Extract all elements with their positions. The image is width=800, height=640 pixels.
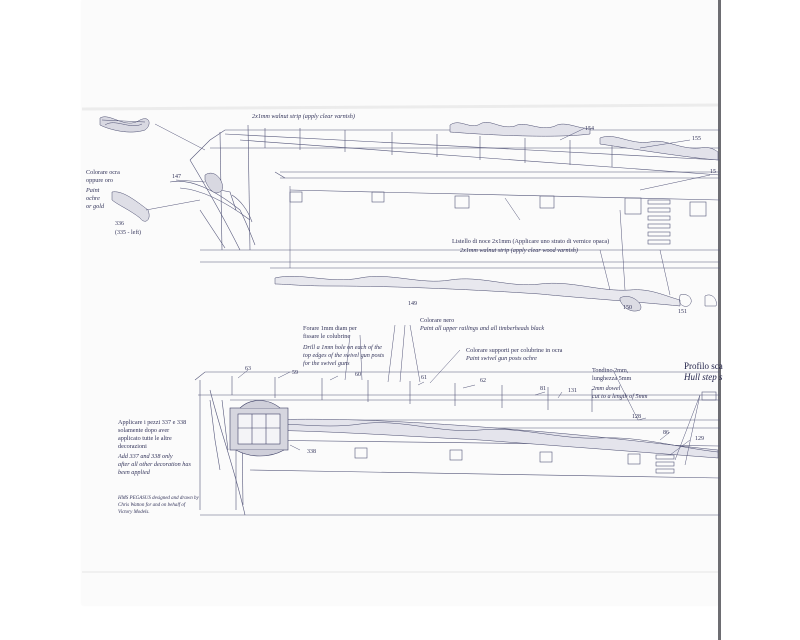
- profile-it-label: Profilo sca: [684, 361, 723, 371]
- part-131: 131: [568, 388, 577, 394]
- apply-en-3: been applied: [118, 469, 151, 476]
- apply-it-1: Applicare i pezzi 337 e 338: [118, 419, 186, 426]
- part-81: 81: [540, 386, 546, 392]
- part-129: 129: [695, 436, 704, 442]
- paint-ochre-it-label-2: oppure oro: [86, 177, 113, 184]
- drill-en-3: for the swivel guns: [303, 360, 350, 367]
- credit-line-1: HMS PEGASUS designed and drawn by: [117, 496, 199, 501]
- part-61: 61: [421, 375, 427, 381]
- part-59: 59: [292, 370, 298, 376]
- part-338: 338: [307, 449, 316, 455]
- listello-en-label: 2x1mm walnut strip (apply clear wood var…: [460, 247, 578, 254]
- apply-it-4: decorazioni: [118, 443, 147, 450]
- drill-en-2: top edges of the swivel gun posts: [303, 352, 385, 359]
- part-86: 86: [663, 430, 669, 436]
- drill-it-2: fissare le colubrine: [303, 333, 350, 340]
- part-15: 15: [710, 169, 716, 175]
- part-62: 62: [480, 378, 486, 384]
- part-150: 150: [623, 305, 632, 311]
- scroll-decorations: [99, 116, 719, 312]
- paper-sheet: [82, 0, 718, 605]
- lower-decorated-rail: [229, 400, 719, 459]
- drill-en-1: Drill a 1mm hole on each of the: [302, 344, 382, 351]
- part-335: (335 - left): [115, 229, 141, 236]
- part-63: 63: [245, 366, 251, 372]
- dowel-en-2: cut to a length of 5mm: [592, 393, 648, 400]
- credit-line-3: Victory Models.: [118, 510, 150, 515]
- ochre-it-label: Colorare supporti per colubrine in ocra: [466, 347, 563, 354]
- paint-ochre-en-3: or gold: [86, 203, 105, 210]
- part-151: 151: [678, 309, 687, 315]
- paint-ochre-en-1: Paint: [85, 187, 100, 194]
- black-it-label: Colorare nero: [420, 317, 454, 324]
- black-en-label: Paint all upper railings and all timberh…: [419, 325, 544, 332]
- part-128: 128: [632, 414, 641, 420]
- sheet-edge: [718, 0, 721, 640]
- part-147: 147: [172, 174, 181, 180]
- walnut-strip-label: 2x1mm walnut strip (apply clear varnish): [252, 113, 355, 120]
- part-149: 149: [408, 301, 417, 307]
- paint-ochre-it-label: Colorare ocra: [86, 169, 120, 176]
- profile-en-label: Hull step s: [683, 372, 723, 382]
- dowel-en-1: 2mm dowel: [592, 385, 621, 392]
- lower-stern-drawing: [194, 371, 721, 516]
- part-155: 155: [692, 136, 701, 142]
- apply-it-2: solamente dopo aver: [118, 427, 169, 434]
- apply-en-2: after all other decoration has: [118, 461, 191, 468]
- dowel-it-1: Tondino 2mm,: [592, 367, 629, 374]
- part-336: 336: [115, 221, 124, 227]
- part-154: 154: [585, 126, 594, 132]
- drill-it-1: Forare 1mm diam per: [303, 325, 357, 332]
- listello-it-label: Listello di noce 2x1mm (Applicare uno st…: [452, 238, 609, 245]
- fold-crease: [81, 103, 719, 111]
- ochre-en-label: Paint swivel gun posts ochre: [465, 355, 537, 362]
- dowel-it-2: lunghezza 5mm: [592, 375, 632, 382]
- paint-ochre-en-2: ochre: [86, 195, 100, 202]
- apply-it-3: applicato tutte le altre: [118, 435, 172, 442]
- part-60: 60: [355, 372, 361, 378]
- credit-line-2: Chris Watton for and on behalf of: [118, 503, 186, 508]
- apply-en-1: Add 337 and 338 only: [117, 453, 173, 460]
